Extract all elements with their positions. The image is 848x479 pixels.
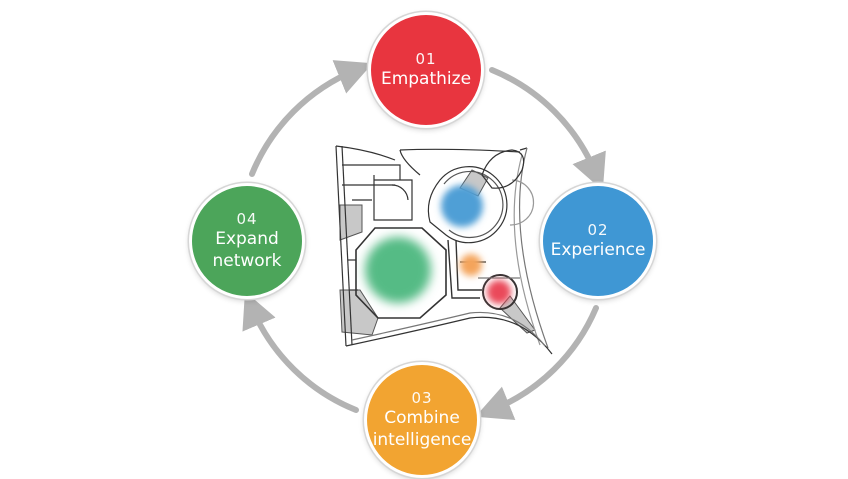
cycle-arrows	[242, 60, 606, 420]
zone-blue	[441, 185, 483, 227]
floor-plan-zones	[365, 185, 511, 304]
stage-number: 04	[236, 210, 258, 228]
arrow-empathize-to-experience	[489, 67, 606, 191]
stage-number: 02	[587, 221, 609, 239]
stage-number: 03	[411, 389, 433, 407]
stage-number: 01	[415, 50, 437, 68]
stage-label: Empathize	[380, 69, 472, 89]
zone-green	[365, 237, 431, 303]
stage-label: Combine intelligence	[372, 408, 472, 450]
arrow-combine-to-expand	[242, 291, 359, 413]
stage-label: Experience	[550, 240, 646, 260]
stage-experience: 02 Experience	[540, 183, 656, 299]
stage-combine-intelligence: 03 Combine intelligence	[364, 362, 480, 478]
stage-empathize: 01 Empathize	[368, 12, 484, 128]
floor-plan-illustration	[335, 145, 553, 355]
stage-expand-network: 04 Expand network	[189, 183, 305, 299]
zone-orange	[460, 254, 482, 276]
arrow-experience-to-combine	[475, 305, 599, 420]
zone-red	[487, 280, 511, 304]
floor-plan-walls	[335, 145, 553, 355]
arrow-expand-to-empathize	[249, 60, 373, 177]
stage-label: Expand network	[212, 229, 282, 271]
